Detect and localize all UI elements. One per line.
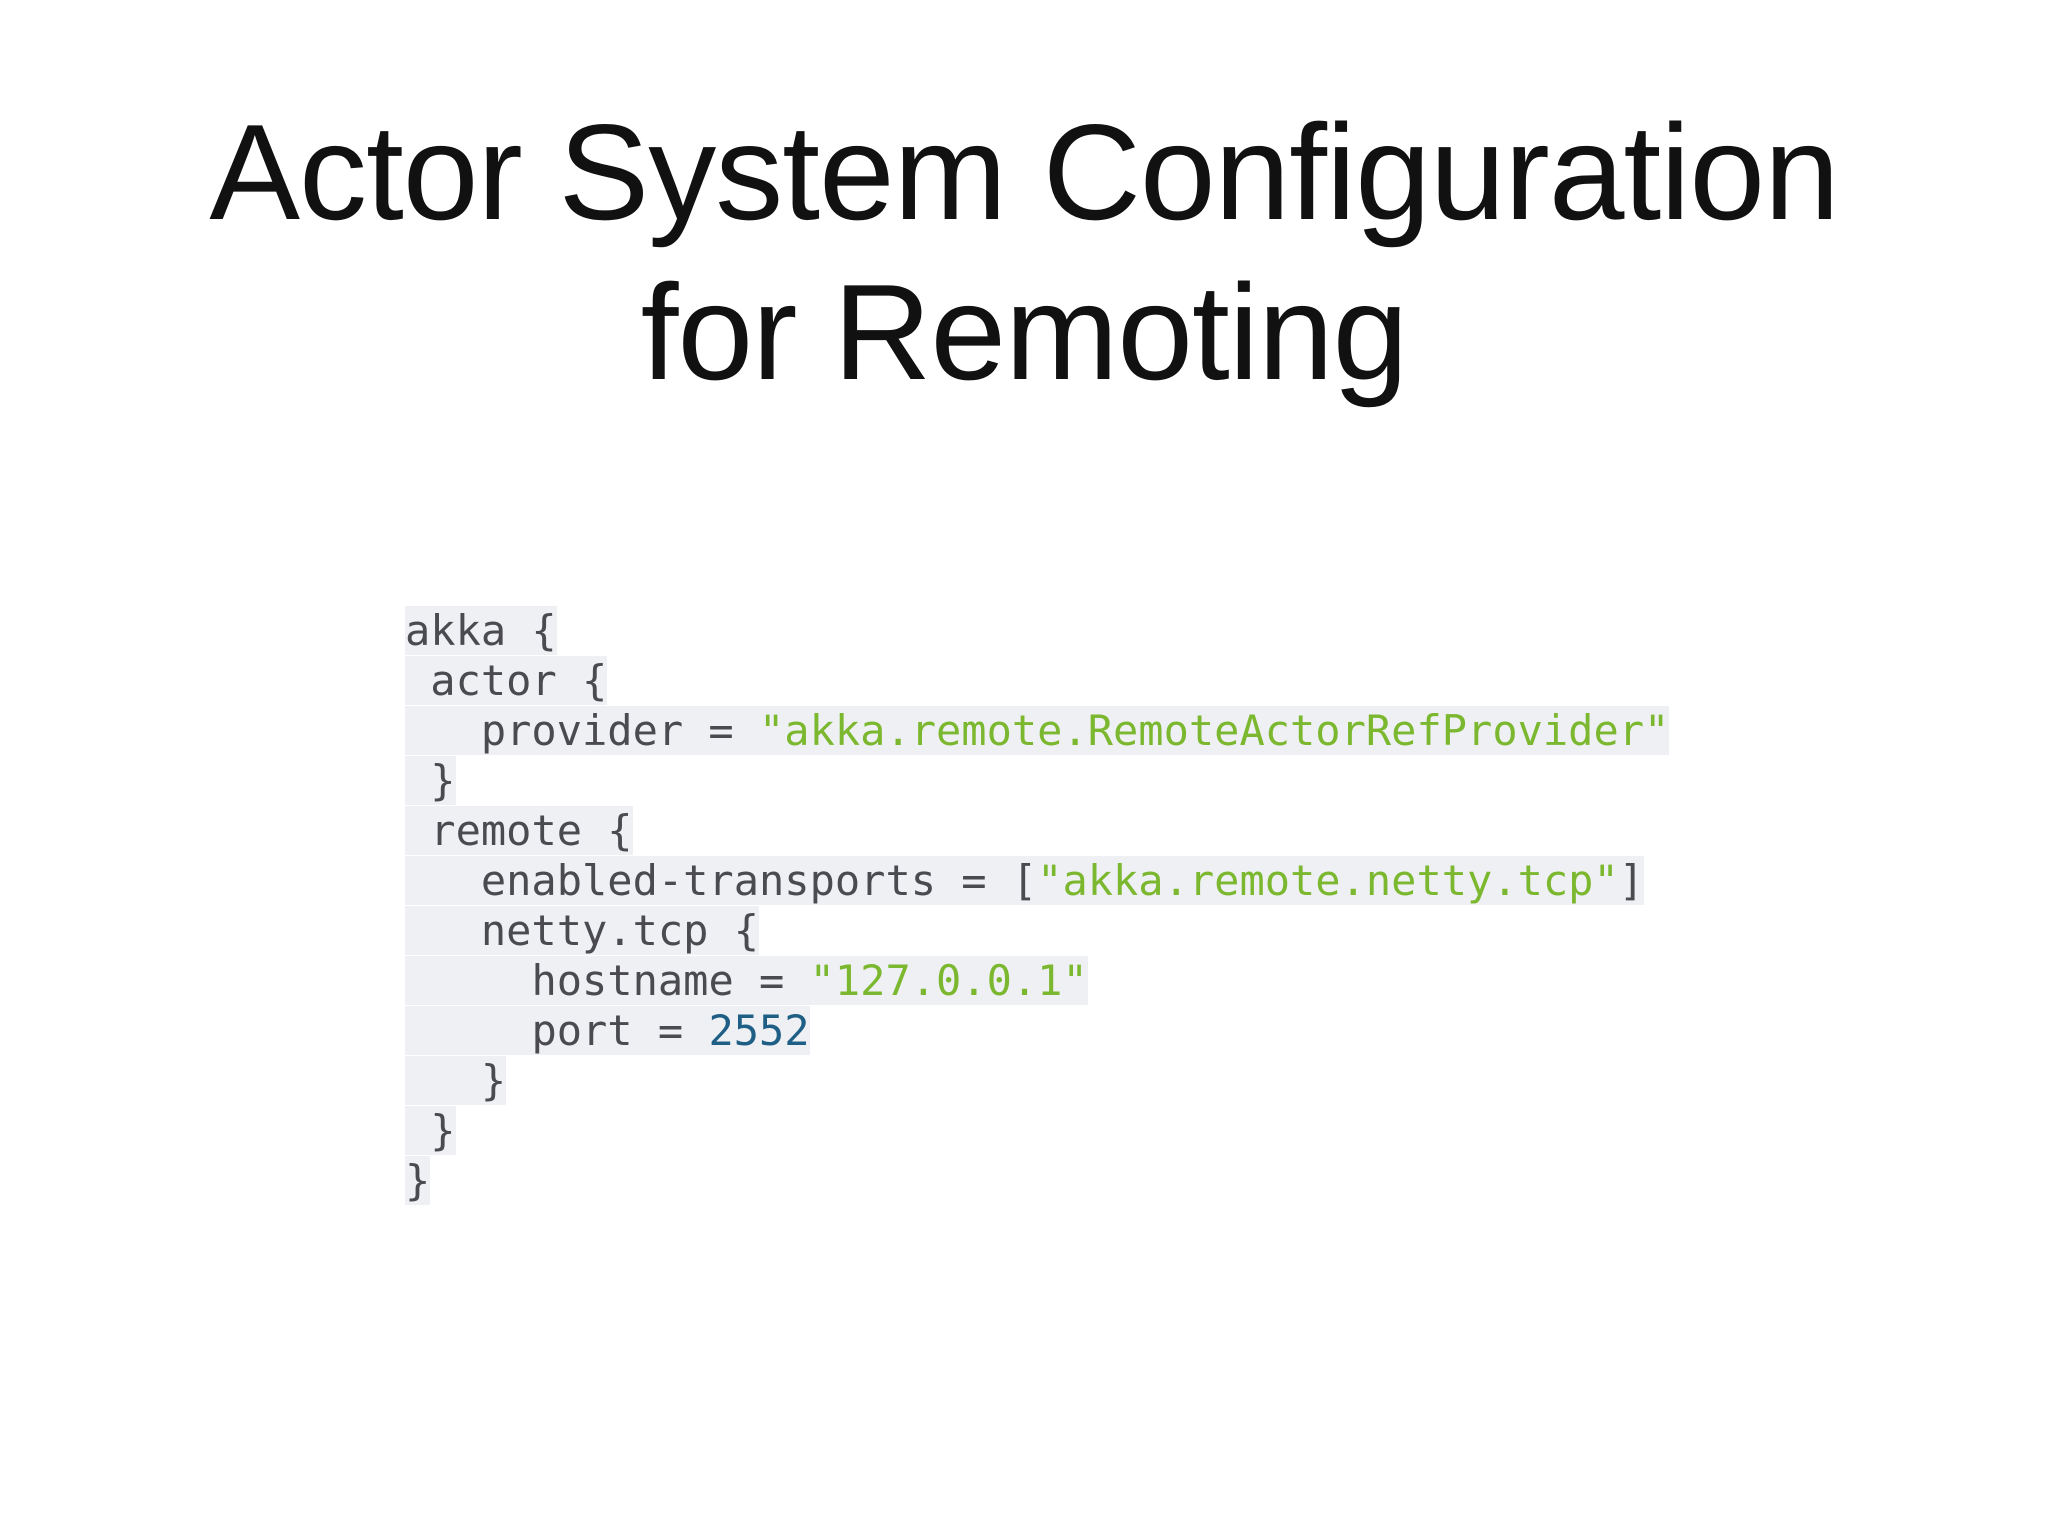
code-text: } <box>430 1106 456 1155</box>
code-line: } <box>405 756 1669 806</box>
code-line: remote { <box>405 806 1669 856</box>
code-text: actor { <box>430 656 608 705</box>
code-line: akka { <box>405 606 1669 656</box>
code-indent <box>405 656 431 705</box>
code-line: enabled-transports = ["akka.remote.netty… <box>405 856 1669 906</box>
code-indent <box>405 1056 481 1105</box>
code-text: ] <box>1618 856 1645 905</box>
slide-title-line-2: for Remoting <box>640 256 1409 408</box>
code-indent <box>405 756 431 805</box>
code-text: } <box>430 756 456 805</box>
code-text: akka { <box>405 606 557 655</box>
code-indent <box>405 706 481 755</box>
code-string: "akka.remote.netty.tcp" <box>1037 856 1619 905</box>
code-indent <box>405 806 431 855</box>
code-indent <box>405 906 481 955</box>
slide-title: Actor System Configuration for Remoting <box>0 92 2048 412</box>
code-number: 2552 <box>708 1006 810 1055</box>
slide-title-line-1: Actor System Configuration <box>209 96 1839 248</box>
code-text: provider = <box>480 706 760 755</box>
code-indent <box>405 1106 431 1155</box>
code-text: } <box>480 1056 507 1105</box>
code-line: } <box>405 1156 1669 1206</box>
code-text: port = <box>531 1006 709 1055</box>
code-line: port = 2552 <box>405 1006 1669 1056</box>
code-text: netty.tcp { <box>480 906 760 955</box>
code-text: hostname = <box>531 956 810 1005</box>
code-string: "127.0.0.1" <box>809 956 1088 1005</box>
code-line: actor { <box>405 656 1669 706</box>
code-indent <box>405 1006 532 1055</box>
code-line: hostname = "127.0.0.1" <box>405 956 1669 1006</box>
code-indent <box>405 956 532 1005</box>
code-indent <box>405 856 481 905</box>
code-line: provider = "akka.remote.RemoteActorRefPr… <box>405 706 1670 756</box>
code-line: } <box>405 1056 1669 1106</box>
code-text: } <box>405 1156 431 1205</box>
code-text: remote { <box>430 806 633 855</box>
code-line: netty.tcp { <box>405 906 1669 956</box>
code-string: "akka.remote.RemoteActorRefProvider" <box>759 706 1670 755</box>
code-block: akka { actor { provider = "akka.remote.R… <box>405 606 1670 1206</box>
code-text: enabled-transports = [ <box>480 856 1038 905</box>
code-line: } <box>405 1106 1669 1156</box>
